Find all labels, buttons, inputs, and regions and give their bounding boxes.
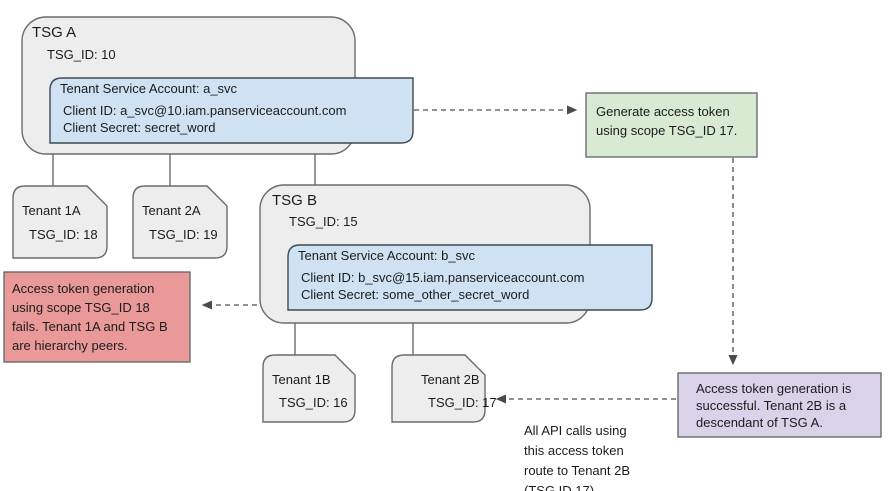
tenant-1a-shape (12, 185, 108, 259)
tenant-2a-id-label: TSG_ID: 19 (149, 227, 218, 242)
tenant-1a-id-label: TSG_ID: 18 (29, 227, 98, 242)
hierarchy-connectors (52, 154, 414, 355)
tenant-2b-title: Tenant 2B (421, 372, 480, 387)
note-token-success-shape (677, 372, 882, 438)
tenant-2b-shape (391, 354, 486, 423)
tsg-b-client-secret: Client Secret: some_other_secret_word (301, 287, 530, 302)
tenant-1b-id-label: TSG_ID: 16 (279, 395, 348, 410)
tsg-b-title: TSG B (272, 192, 318, 209)
tenant-1b-title: Tenant 1B (272, 372, 331, 387)
note-token-fails: Access token generation using scope TSG_… (12, 281, 168, 353)
tsg-b-service-account-shape (287, 244, 653, 311)
tsg-a-client-secret: Client Secret: secret_word (63, 120, 216, 135)
flow-arrows (201, 105, 738, 404)
note-token-fails-shape (3, 271, 191, 363)
tsg-b-client-id: Client ID: b_svc@15.iam.panserviceaccoun… (301, 270, 585, 285)
tsg-a-title: TSG A (32, 24, 77, 41)
tenant-2b-id-label: TSG_ID: 17 (428, 395, 497, 410)
tenant-2a-title: Tenant 2A (142, 203, 201, 218)
tsg-a-client-id: Client ID: a_svc@10.iam.panserviceaccoun… (63, 103, 347, 118)
tenant-1b-shape (262, 354, 356, 423)
tenant-1a-title: Tenant 1A (22, 203, 81, 218)
note-api-route: All API calls using this access token ro… (524, 423, 631, 491)
tenant-2a-shape (132, 185, 228, 259)
tsg-a-service-account-shape (49, 77, 414, 144)
tsg-a-id-label: TSG_ID: 10 (47, 47, 116, 62)
note-generate-token-shape (585, 92, 758, 158)
tsg-a-account-title: Tenant Service Account: a_svc (60, 81, 238, 96)
note-token-success: Access token generation is successful. T… (696, 381, 852, 430)
tsg-b-id-label: TSG_ID: 15 (289, 214, 358, 229)
tsg-b-account-title: Tenant Service Account: b_svc (298, 248, 476, 263)
note-generate-token: Generate access token using scope TSG_ID… (596, 104, 738, 138)
